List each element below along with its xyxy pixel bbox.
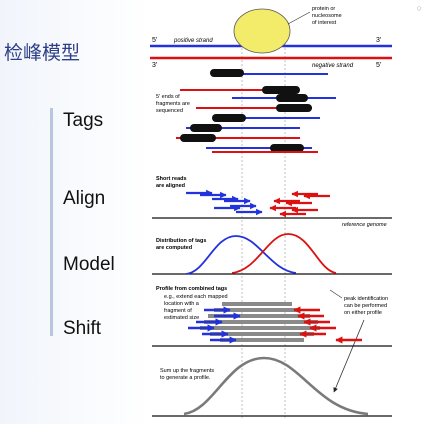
positive-strand-3prime-label: 3' <box>376 37 381 44</box>
shift-note-line-4: estimated size <box>164 315 199 321</box>
model-note-line-2: are computed <box>156 245 192 251</box>
fragment-tag-4 <box>276 104 312 112</box>
model-note-line-1: Distribution of tags <box>156 238 206 244</box>
tags-note-line-1: 5' ends of <box>156 94 180 100</box>
peak-note-line-1: peak identification <box>344 296 388 302</box>
sum-note-line-2: to generate a profile. <box>160 375 211 381</box>
shift-note: e.g., extend each mapped location with a… <box>164 294 229 321</box>
shift-note-line-2: location with a <box>164 301 200 307</box>
protein-ellipse <box>233 8 291 54</box>
protein-pointer <box>287 11 311 25</box>
aligned-negative-reads <box>269 190 330 218</box>
protein-note-line-3: of interest <box>312 20 337 26</box>
protein-note-line-2: nucleosome <box>312 13 342 19</box>
peak-note: peak identification can be performed on … <box>344 296 390 316</box>
shifted-positive-reads <box>188 306 241 344</box>
corner-mark: ○ <box>416 3 422 13</box>
align-note-line-2: are aligned <box>156 183 185 189</box>
fragment-tag-8 <box>270 144 304 152</box>
peak-note-line-2: can be performed <box>344 303 387 309</box>
fragment-tag-1 <box>210 69 244 77</box>
page-title: 检峰模型 <box>4 42 81 64</box>
fragment-tag-2 <box>262 86 300 94</box>
shift-note-line-1: e.g., extend each mapped <box>164 294 228 300</box>
aligned-positive-reads <box>186 189 263 216</box>
protein-note: protein or nucleosome of interest <box>312 6 343 26</box>
align-note-line-1: Short reads <box>156 176 187 182</box>
step-label-model: Model <box>63 254 115 275</box>
sequenced-fragments <box>176 69 336 153</box>
negative-strand-label: negative strand <box>312 63 354 69</box>
peak-pointer-lower <box>333 319 365 393</box>
model-note: Distribution of tags are computed <box>156 238 208 251</box>
step-label-align: Align <box>63 188 106 209</box>
step-divider <box>50 108 53 336</box>
reference-genome-label: reference genome <box>342 222 387 228</box>
protein-note-line-1: protein or <box>312 6 335 12</box>
shift-note-title: Profile from combined tags <box>156 286 227 292</box>
step-label-tags: Tags <box>63 110 104 131</box>
fragment-tag-5 <box>212 114 246 122</box>
tags-note-line-2: fragments are <box>156 101 190 107</box>
sum-note-line-1: Sum up the fragments <box>160 368 214 374</box>
negative-strand-3prime-label: 3' <box>152 62 157 69</box>
positive-strand-label: positive strand <box>173 38 213 44</box>
negative-strand-5prime-label: 5' <box>376 62 381 69</box>
negative-tag-distribution <box>231 233 337 274</box>
fragment-tag-6 <box>190 124 222 132</box>
sum-note: Sum up the fragments to generate a profi… <box>160 368 216 381</box>
positive-tag-distribution <box>185 235 297 275</box>
fragment-tag-3 <box>276 94 308 102</box>
shifted-negative-reads <box>293 306 362 344</box>
fragment-tag-7 <box>180 134 216 142</box>
tags-note-line-3: sequenced <box>156 108 183 114</box>
peak-note-line-3: on either profile <box>344 310 382 316</box>
step-label-shift: Shift <box>63 318 102 339</box>
summed-profile-curve <box>183 356 369 416</box>
positive-strand-5prime-label: 5' <box>152 37 157 44</box>
shift-note-line-3: fragment of <box>164 308 192 314</box>
align-note: Short reads are aligned <box>156 176 188 189</box>
tags-note: 5' ends of fragments are sequenced <box>156 94 191 114</box>
peak-pointer-upper <box>329 289 343 299</box>
